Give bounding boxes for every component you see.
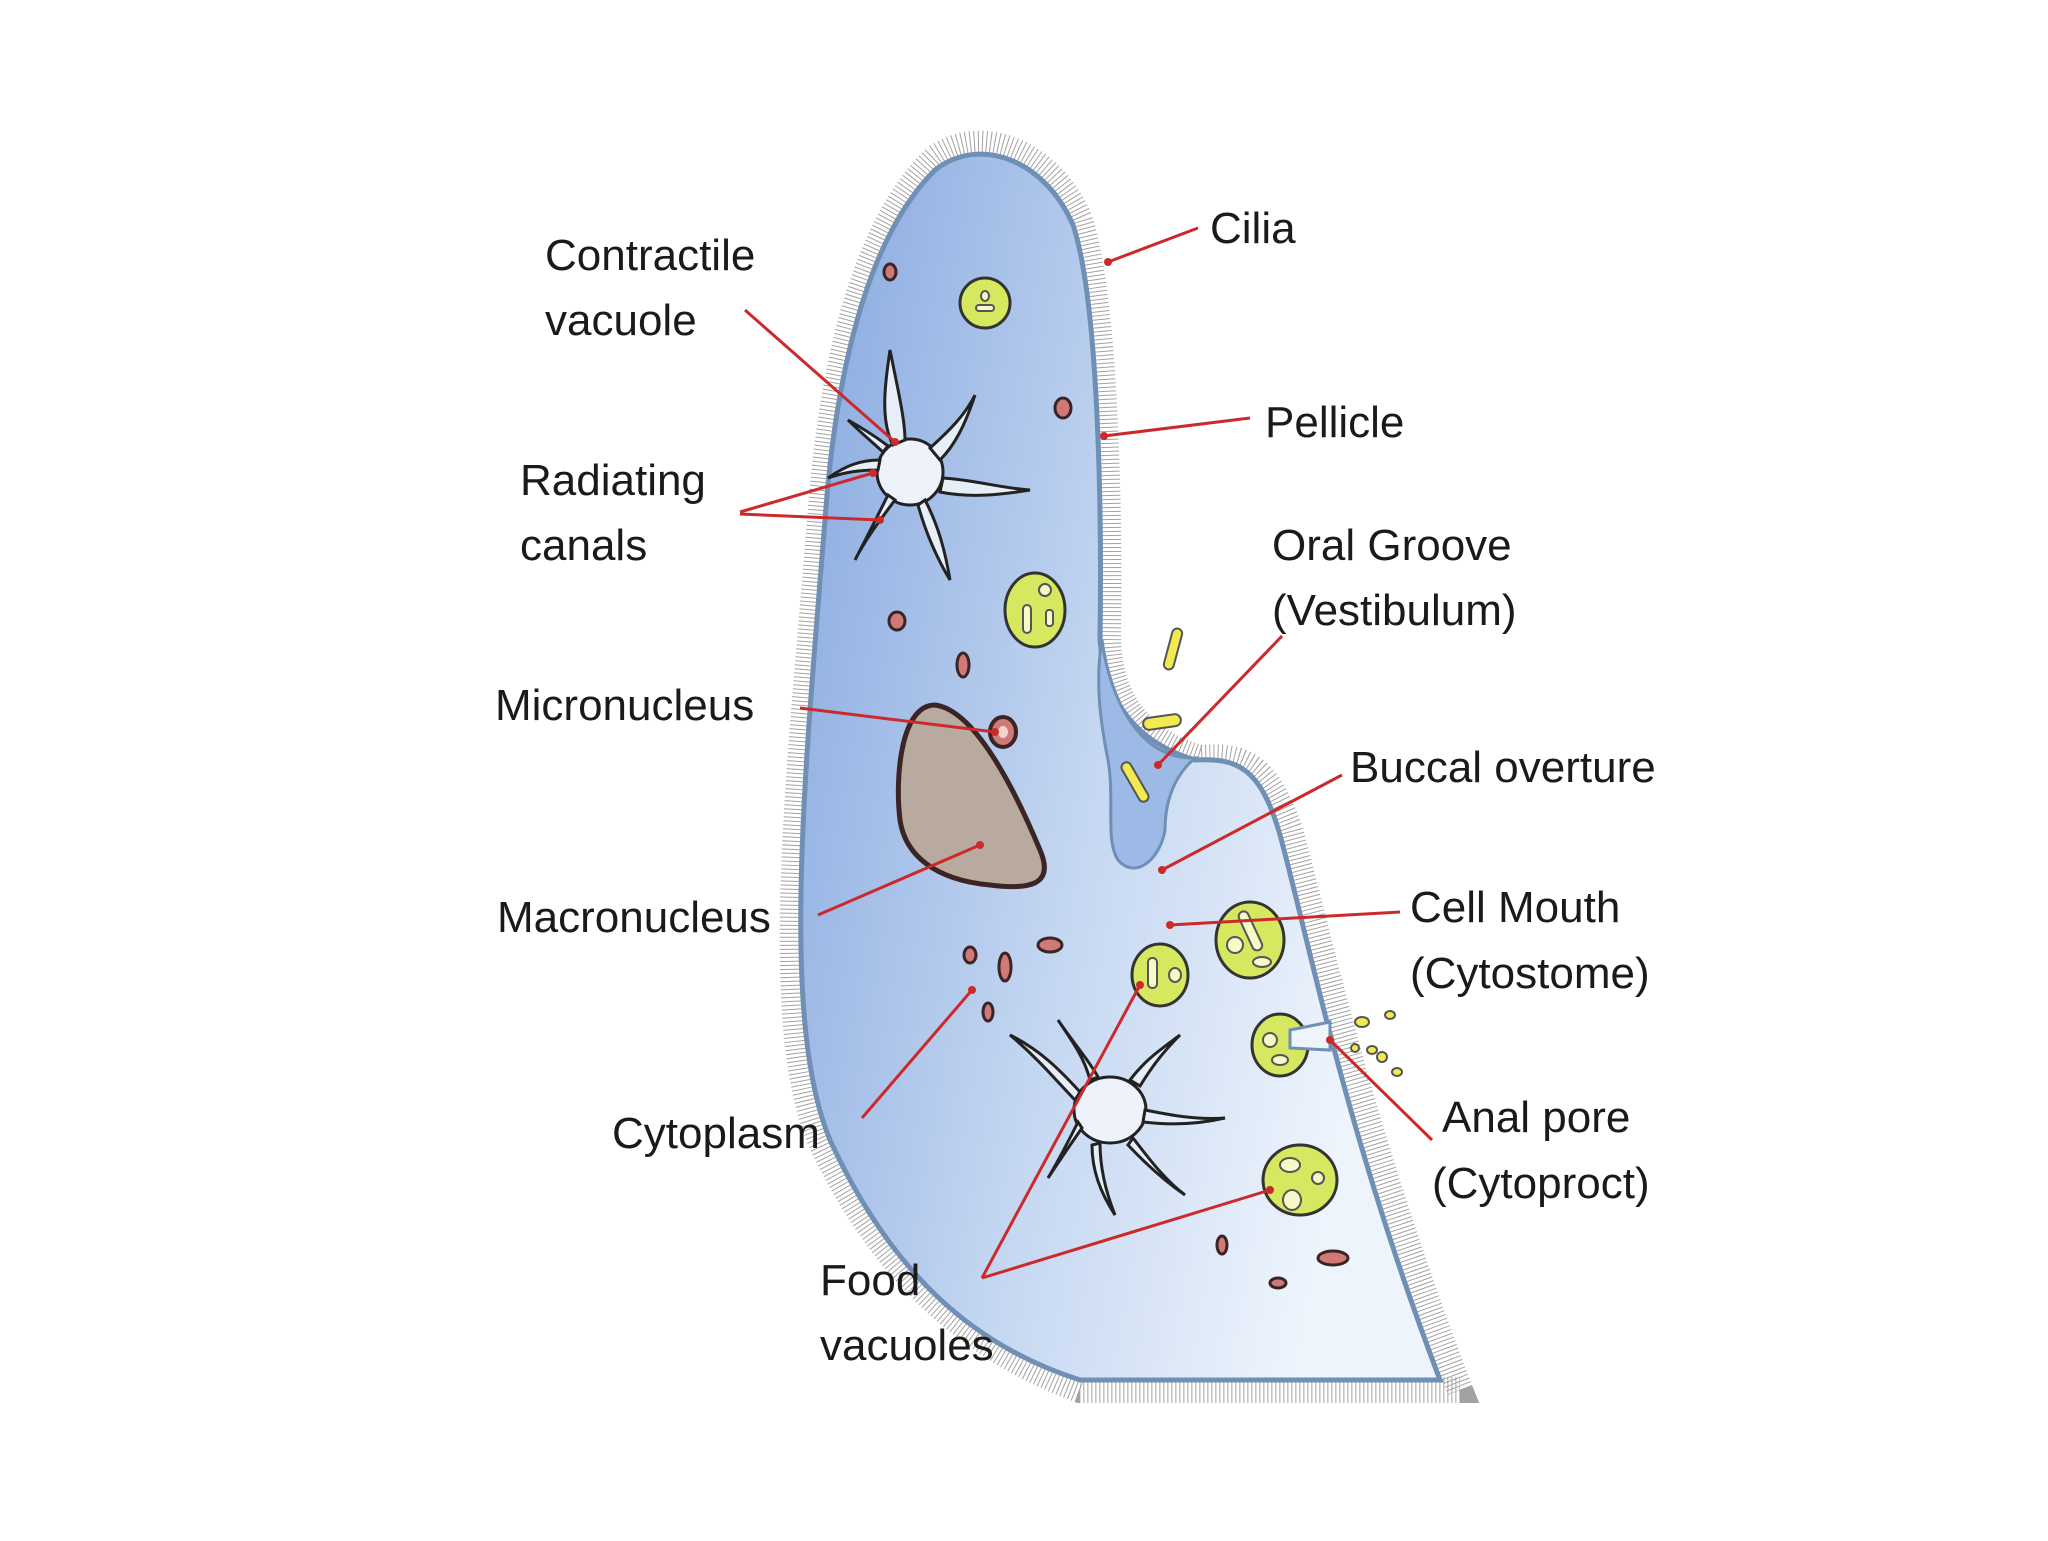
macronucleus-shape <box>895 702 1047 890</box>
contractile-vacuole-upper <box>827 349 1031 581</box>
leader-food-vacuoles-2 <box>981 1188 1271 1280</box>
leader-macronucleus <box>817 843 981 917</box>
label-radiating-canals-line1: Radiating <box>520 456 706 505</box>
label-micronucleus: Micronucleus <box>495 681 754 730</box>
leader-cell-mouth <box>1169 910 1401 927</box>
excreted-particles <box>1350 1010 1403 1077</box>
micronucleus-shape <box>988 715 1018 749</box>
leader-lines <box>739 226 1434 1280</box>
food-vacuole-4 <box>1214 900 1286 980</box>
oral-groove-shape <box>1097 639 1200 870</box>
leader-cytoplasm <box>860 989 974 1119</box>
cytoproct-pore <box>1288 1020 1332 1052</box>
label-buccal-overture: Buccal overture <box>1350 743 1656 792</box>
label-food-vacuoles-line2: vacuoles <box>820 1321 994 1370</box>
label-oral-groove-line2: (Vestibulum) <box>1272 586 1517 635</box>
label-cell-mouth-line1: Cell Mouth <box>1410 883 1620 932</box>
label-cilia: Cilia <box>1210 204 1296 253</box>
leader-oral-groove <box>1156 634 1284 767</box>
leader-anal-pore <box>1328 1038 1434 1142</box>
leader-buccal-overture <box>1161 773 1343 872</box>
label-contractile-vacuole-line2: vacuole <box>545 296 697 345</box>
label-food-vacuoles-line1: Food <box>820 1256 920 1305</box>
food-vacuole-1 <box>958 276 1012 330</box>
label-radiating-canals-line2: canals <box>520 521 647 570</box>
leader-contractile-vacuole <box>744 308 896 444</box>
leader-pellicle <box>1103 416 1251 438</box>
leader-endpoints <box>869 258 1334 1194</box>
food-particles <box>1120 627 1184 803</box>
food-vacuole-2 <box>1003 571 1067 649</box>
leader-micronucleus <box>799 706 996 734</box>
food-vacuole-6 <box>1261 1143 1339 1217</box>
label-cytoplasm: Cytoplasm <box>612 1109 820 1158</box>
leader-radiating-canals-2 <box>739 512 881 522</box>
food-vacuole-3 <box>1130 942 1190 1008</box>
label-oral-groove-line1: Oral Groove <box>1272 521 1512 570</box>
label-pellicle: Pellicle <box>1265 398 1404 447</box>
cilia-fringe <box>779 130 1479 1403</box>
leader-cilia <box>1107 226 1199 264</box>
label-anal-pore-line2: (Cytoproct) <box>1432 1159 1650 1208</box>
leader-food-vacuoles-1 <box>980 984 1142 1279</box>
label-macronucleus: Macronucleus <box>497 893 771 942</box>
label-group: Contractile vacuole Radiating canals Mic… <box>495 204 1656 1370</box>
leader-radiating-canals-1 <box>739 471 874 514</box>
label-cell-mouth-line2: (Cytostome) <box>1410 949 1650 998</box>
label-contractile-vacuole-line1: Contractile <box>545 231 755 280</box>
label-anal-pore-line1: Anal pore <box>1442 1093 1630 1142</box>
cytoplasm-granules <box>882 262 1350 1290</box>
